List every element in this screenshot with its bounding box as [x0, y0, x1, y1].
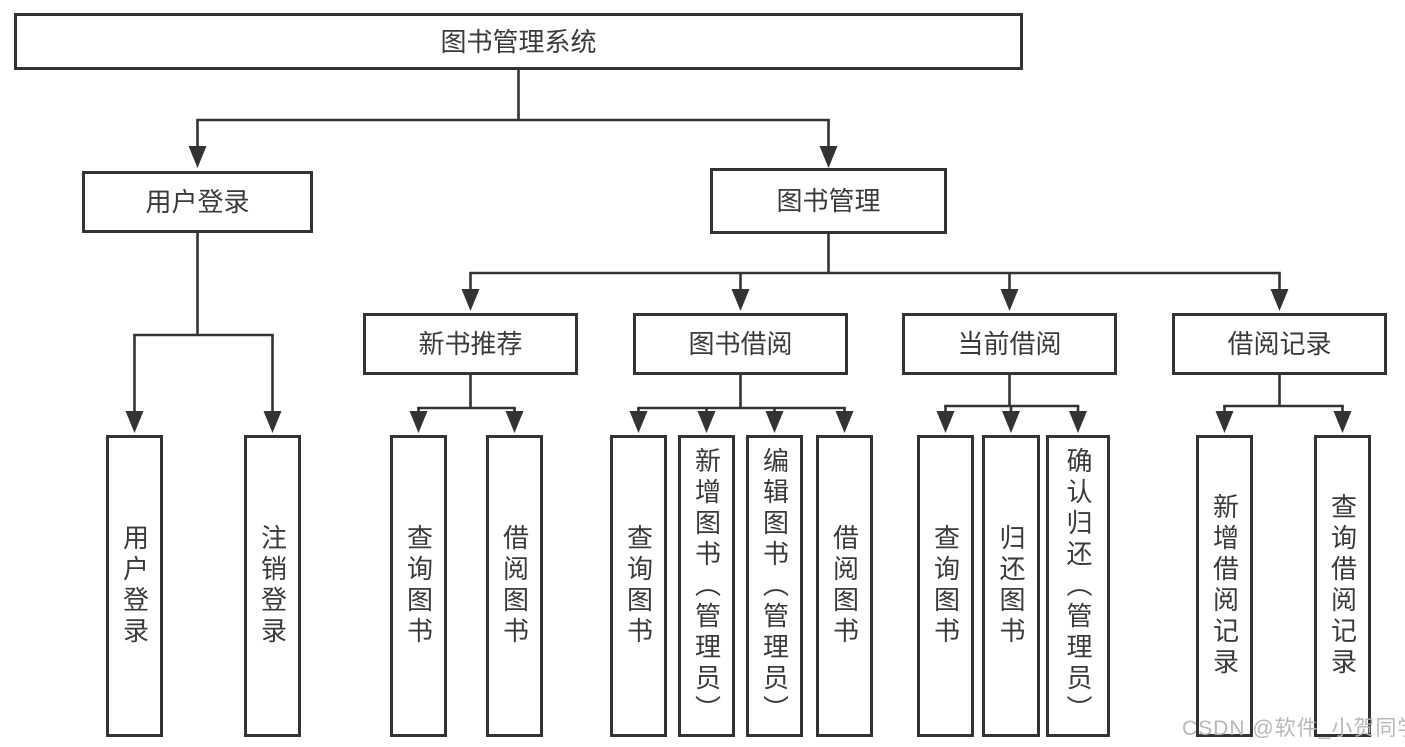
node-label-leaf-add-borrow-record: 新增借阅记录: [1209, 493, 1240, 679]
node-leaf-add-borrow-record: 新增借阅记录: [1196, 435, 1253, 737]
node-leaf-return-books: 归还图书: [982, 435, 1040, 737]
node-label-leaf-confirm-return-admin: 确认归还（管理员）: [1063, 446, 1093, 726]
node-label-leaf-query-books-borrowing: 查询图书: [623, 524, 654, 648]
node-label-leaf-edit-books-admin: 编辑图书（管理员）: [759, 446, 790, 726]
node-label-book-borrowing: 图书借阅: [688, 329, 793, 359]
node-label-leaf-return-books: 归还图书: [996, 524, 1026, 648]
node-user-login: 用户登录: [82, 171, 313, 233]
node-leaf-confirm-return-admin: 确认归还（管理员）: [1046, 435, 1110, 737]
node-new-book-recommend: 新书推荐: [363, 313, 578, 375]
node-label-leaf-borrow-books-recommend: 借阅图书: [499, 524, 530, 648]
node-book-borrowing: 图书借阅: [633, 313, 848, 375]
node-label-leaf-query-borrow-record: 查询借阅记录: [1327, 493, 1358, 679]
node-label-leaf-borrow-books-borrowing: 借阅图书: [829, 524, 860, 648]
node-leaf-logout: 注销登录: [244, 435, 301, 737]
node-leaf-query-books-borrowing: 查询图书: [610, 435, 667, 737]
node-label-leaf-user-login: 用户登录: [119, 524, 150, 648]
node-label-borrowing-records: 借阅记录: [1227, 329, 1332, 359]
node-leaf-query-books-recommend: 查询图书: [390, 435, 447, 737]
node-label-leaf-logout: 注销登录: [257, 524, 288, 648]
node-leaf-add-books-admin: 新增图书（管理员）: [678, 435, 735, 737]
node-leaf-user-login: 用户登录: [106, 435, 163, 737]
node-borrowing-records: 借阅记录: [1172, 313, 1387, 375]
node-label-current-borrowing: 当前借阅: [957, 329, 1062, 359]
node-leaf-query-books-current: 查询图书: [917, 435, 974, 737]
node-label-leaf-add-books-admin: 新增图书（管理员）: [691, 446, 722, 726]
node-label-leaf-query-books-current: 查询图书: [930, 524, 961, 648]
node-leaf-query-borrow-record: 查询借阅记录: [1314, 435, 1371, 737]
node-label-leaf-query-books-recommend: 查询图书: [403, 524, 434, 648]
watermark-text: CSDN @软件_小贺同学: [1182, 717, 1405, 740]
node-label-user-login: 用户登录: [145, 187, 250, 217]
node-label-new-book-recommend: 新书推荐: [418, 329, 523, 359]
node-current-borrowing: 当前借阅: [902, 313, 1117, 375]
node-leaf-edit-books-admin: 编辑图书（管理员）: [746, 435, 803, 737]
node-root: 图书管理系统: [14, 13, 1023, 70]
node-leaf-borrow-books-borrowing: 借阅图书: [816, 435, 873, 737]
node-book-management: 图书管理: [710, 168, 947, 234]
node-leaf-borrow-books-recommend: 借阅图书: [486, 435, 543, 737]
node-label-book-management: 图书管理: [776, 186, 881, 216]
node-label-root: 图书管理系统: [440, 26, 597, 57]
